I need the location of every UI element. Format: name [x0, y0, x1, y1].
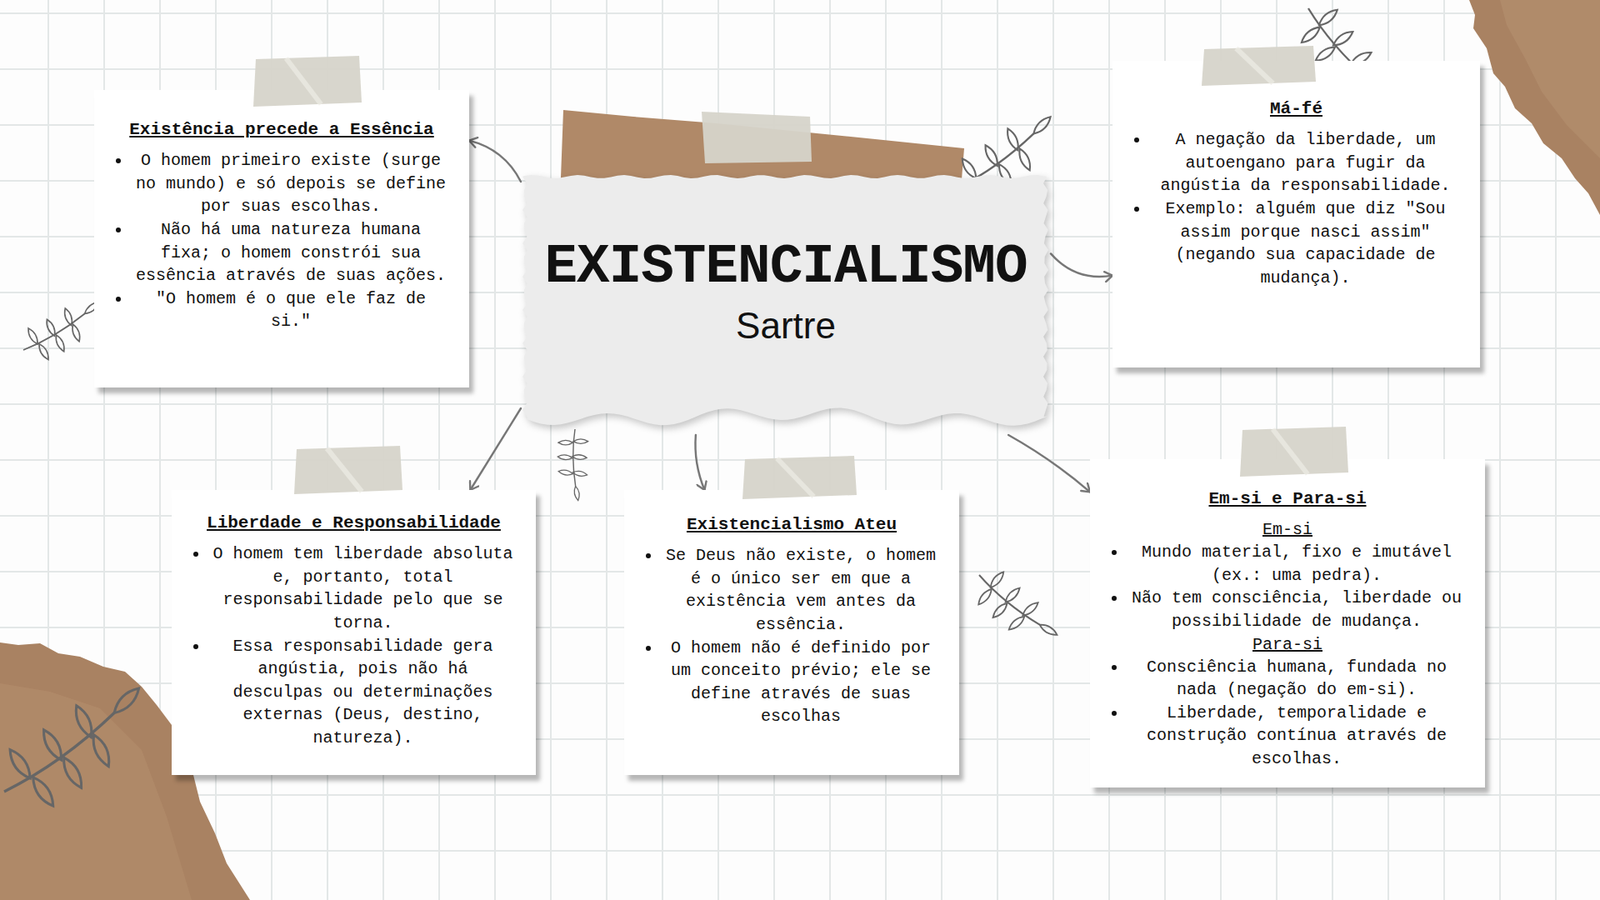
bullet-item: Mundo material, fixo e imutável (ex.: um…: [1126, 540, 1467, 587]
kraft-paper-corner: [0, 683, 192, 900]
tape-crease: [776, 458, 814, 497]
bullet-item: Não tem consciência, liberdade ou possib…: [1126, 586, 1467, 633]
topic-card: Má-fé A negação da liberdade, um autoenga…: [1112, 60, 1480, 368]
connector-arrow: [470, 408, 521, 490]
topic-card: Existência precede a Essência O homem pri…: [94, 90, 470, 388]
central-title-paper: EXISTENCIALISMOSartre: [520, 168, 1051, 435]
main-title: EXISTENCIALISMO: [544, 235, 1027, 300]
tape-crease: [285, 58, 321, 105]
leaf-sprig: [0, 683, 166, 820]
connector-arrow: [469, 140, 521, 182]
card-heading: Má-fé: [1130, 97, 1462, 120]
bullet-item: O homem não é definido por um conceito p…: [660, 636, 941, 729]
bullet-item: Não há uma natureza humana fixa; o homem…: [130, 218, 451, 288]
subtitle: Sartre: [735, 304, 836, 349]
tape-strip: [742, 455, 857, 500]
bullet-list: O homem tem liberdade absoluta e, portan…: [190, 542, 518, 750]
tape-crease: [326, 448, 362, 492]
bullet-item: Exemplo: alguém que diz "Sou assim porqu…: [1149, 197, 1462, 290]
connector-arrow: [1008, 435, 1090, 492]
connector-arrow: [1050, 253, 1113, 277]
masking-tape: [742, 455, 858, 500]
card-heading: Existência precede a Essência: [112, 118, 451, 141]
topic-card: Existencialismo Ateu Se Deus não existe, …: [624, 490, 960, 775]
leaf-sprig: [540, 425, 603, 503]
connector-arrow: [695, 435, 705, 490]
masking-tape: [253, 55, 363, 108]
card-heading: Em-si e Para-si: [1108, 487, 1467, 510]
bullet-list: Mundo material, fixo e imutável (ex.: um…: [1108, 540, 1467, 633]
tape-strip: [1240, 426, 1349, 477]
topic-card: Em-si e Para-siEm-siMundo material, fixo…: [1090, 459, 1485, 788]
bullet-list: Se Deus não existe, o homem é o único se…: [642, 544, 941, 729]
kraft-paper-corner: [1469, 0, 1600, 215]
masking-tape: [701, 111, 812, 164]
torn-paper-shape: [520, 168, 1051, 435]
bullet-item: O homem tem liberdade absoluta e, portan…: [208, 542, 518, 635]
bullet-item: "O homem é o que ele faz de si.": [130, 287, 451, 334]
card-heading: Existencialismo Ateu: [642, 513, 941, 536]
subheading: Para-si: [1108, 633, 1467, 656]
bullet-item: A negação da liberdade, um autoengano pa…: [1149, 128, 1462, 198]
leaf-sprig: [965, 555, 1060, 664]
masking-tape: [294, 445, 404, 495]
tape-strip: [1201, 45, 1316, 86]
tape-crease: [1235, 48, 1273, 84]
topic-card: Liberdade e Responsabilidade O homem tem …: [171, 490, 536, 775]
bullet-item: Consciência humana, fundada no nada (neg…: [1126, 655, 1467, 702]
bullet-list: O homem primeiro existe (surge no mundo)…: [112, 149, 451, 334]
card-heading: Liberdade e Responsabilidade: [190, 511, 518, 535]
tape-strip: [294, 445, 403, 495]
bullet-item: Se Deus não existe, o homem é o único se…: [660, 544, 941, 636]
tape-crease: [1272, 429, 1308, 475]
bullet-list: A negação da liberdade, um autoengano pa…: [1130, 128, 1462, 290]
masking-tape: [1240, 426, 1350, 478]
masking-tape: [1201, 45, 1317, 87]
subheading: Em-si: [1108, 518, 1467, 541]
torn-paper-outline: [522, 175, 1049, 426]
bullet-item: Essa responsabilidade gera angústia, poi…: [208, 635, 518, 750]
bullet-item: Liberdade, temporalidade e construção co…: [1126, 701, 1467, 771]
bullet-item: O homem primeiro existe (surge no mundo)…: [130, 149, 451, 219]
bullet-list: Consciência humana, fundada no nada (neg…: [1108, 655, 1467, 771]
kraft-paper-corner: [1500, 0, 1600, 159]
tape-strip: [253, 55, 362, 107]
